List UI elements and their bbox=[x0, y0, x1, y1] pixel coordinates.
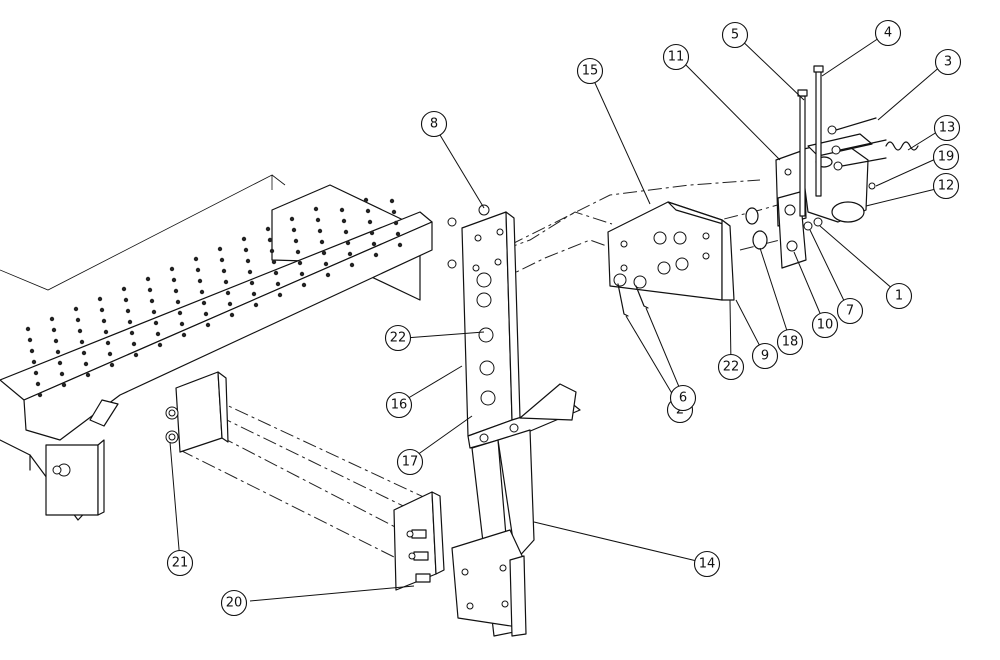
callout-label-22-upper: 22 bbox=[390, 331, 407, 346]
callout-label-12: 12 bbox=[938, 179, 955, 194]
hitch-bracket-plate bbox=[607, 201, 735, 317]
callout-label-4: 4 bbox=[884, 26, 892, 41]
callout-label-16: 16 bbox=[391, 398, 408, 413]
vertical-bracket bbox=[447, 204, 581, 449]
callout-7: 7 bbox=[836, 297, 864, 325]
callout-1: 1 bbox=[885, 282, 913, 310]
callout-12: 12 bbox=[932, 172, 960, 200]
callout-label-8: 8 bbox=[430, 117, 438, 132]
callout-10: 10 bbox=[811, 311, 839, 339]
callout-20: 20 bbox=[220, 589, 248, 617]
callout-18: 18 bbox=[776, 328, 804, 356]
callout-21: 21 bbox=[166, 549, 194, 577]
callout-14: 14 bbox=[693, 550, 721, 578]
hitch-assembly bbox=[745, 65, 919, 269]
callout-label-15: 15 bbox=[582, 64, 599, 79]
callout-19: 19 bbox=[932, 143, 960, 171]
callout-label-22-lower: 22 bbox=[723, 360, 740, 375]
callout-4: 4 bbox=[874, 19, 902, 47]
roller-bed-dots bbox=[25, 197, 403, 398]
callout-label-6: 6 bbox=[679, 391, 687, 406]
leader-lines bbox=[169, 31, 946, 602]
leg-mount-plate bbox=[393, 491, 445, 591]
callout-label-5: 5 bbox=[731, 28, 739, 43]
callout-label-21: 21 bbox=[172, 556, 189, 571]
callout-3: 3 bbox=[934, 48, 962, 76]
callout-label-9: 9 bbox=[761, 349, 769, 364]
support-leg bbox=[451, 429, 535, 637]
callout-label-3: 3 bbox=[944, 55, 952, 70]
callout-label-14: 14 bbox=[699, 557, 716, 572]
callout-16: 16 bbox=[385, 391, 413, 419]
callout-9: 9 bbox=[751, 342, 779, 370]
callout-22-lower: 22 bbox=[717, 353, 745, 381]
callout-label-17: 17 bbox=[402, 455, 419, 470]
callout-15: 15 bbox=[576, 57, 604, 85]
callout-5: 5 bbox=[721, 21, 749, 49]
callout-label-10: 10 bbox=[817, 318, 834, 333]
callout-13: 13 bbox=[933, 114, 961, 142]
callout-8: 8 bbox=[420, 110, 448, 138]
callout-17: 17 bbox=[396, 448, 424, 476]
callout-label-19: 19 bbox=[938, 150, 955, 165]
callout-label-1: 1 bbox=[895, 289, 903, 304]
callouts: 1 2 3 4 5 6 7 8 9 10 11 12 13 14 15 16 1… bbox=[166, 19, 962, 617]
callout-label-18: 18 bbox=[782, 335, 799, 350]
bed-end-bracket bbox=[45, 439, 105, 516]
callout-11: 11 bbox=[662, 43, 690, 71]
mount-plate-left bbox=[165, 371, 229, 453]
callout-label-20: 20 bbox=[226, 596, 243, 611]
callout-label-11: 11 bbox=[668, 50, 685, 65]
callout-label-7: 7 bbox=[846, 304, 854, 319]
conveyor-bed bbox=[0, 174, 433, 521]
callout-label-13: 13 bbox=[939, 121, 956, 136]
callout-22-upper: 22 bbox=[384, 324, 412, 352]
callout-6: 6 bbox=[669, 384, 697, 412]
